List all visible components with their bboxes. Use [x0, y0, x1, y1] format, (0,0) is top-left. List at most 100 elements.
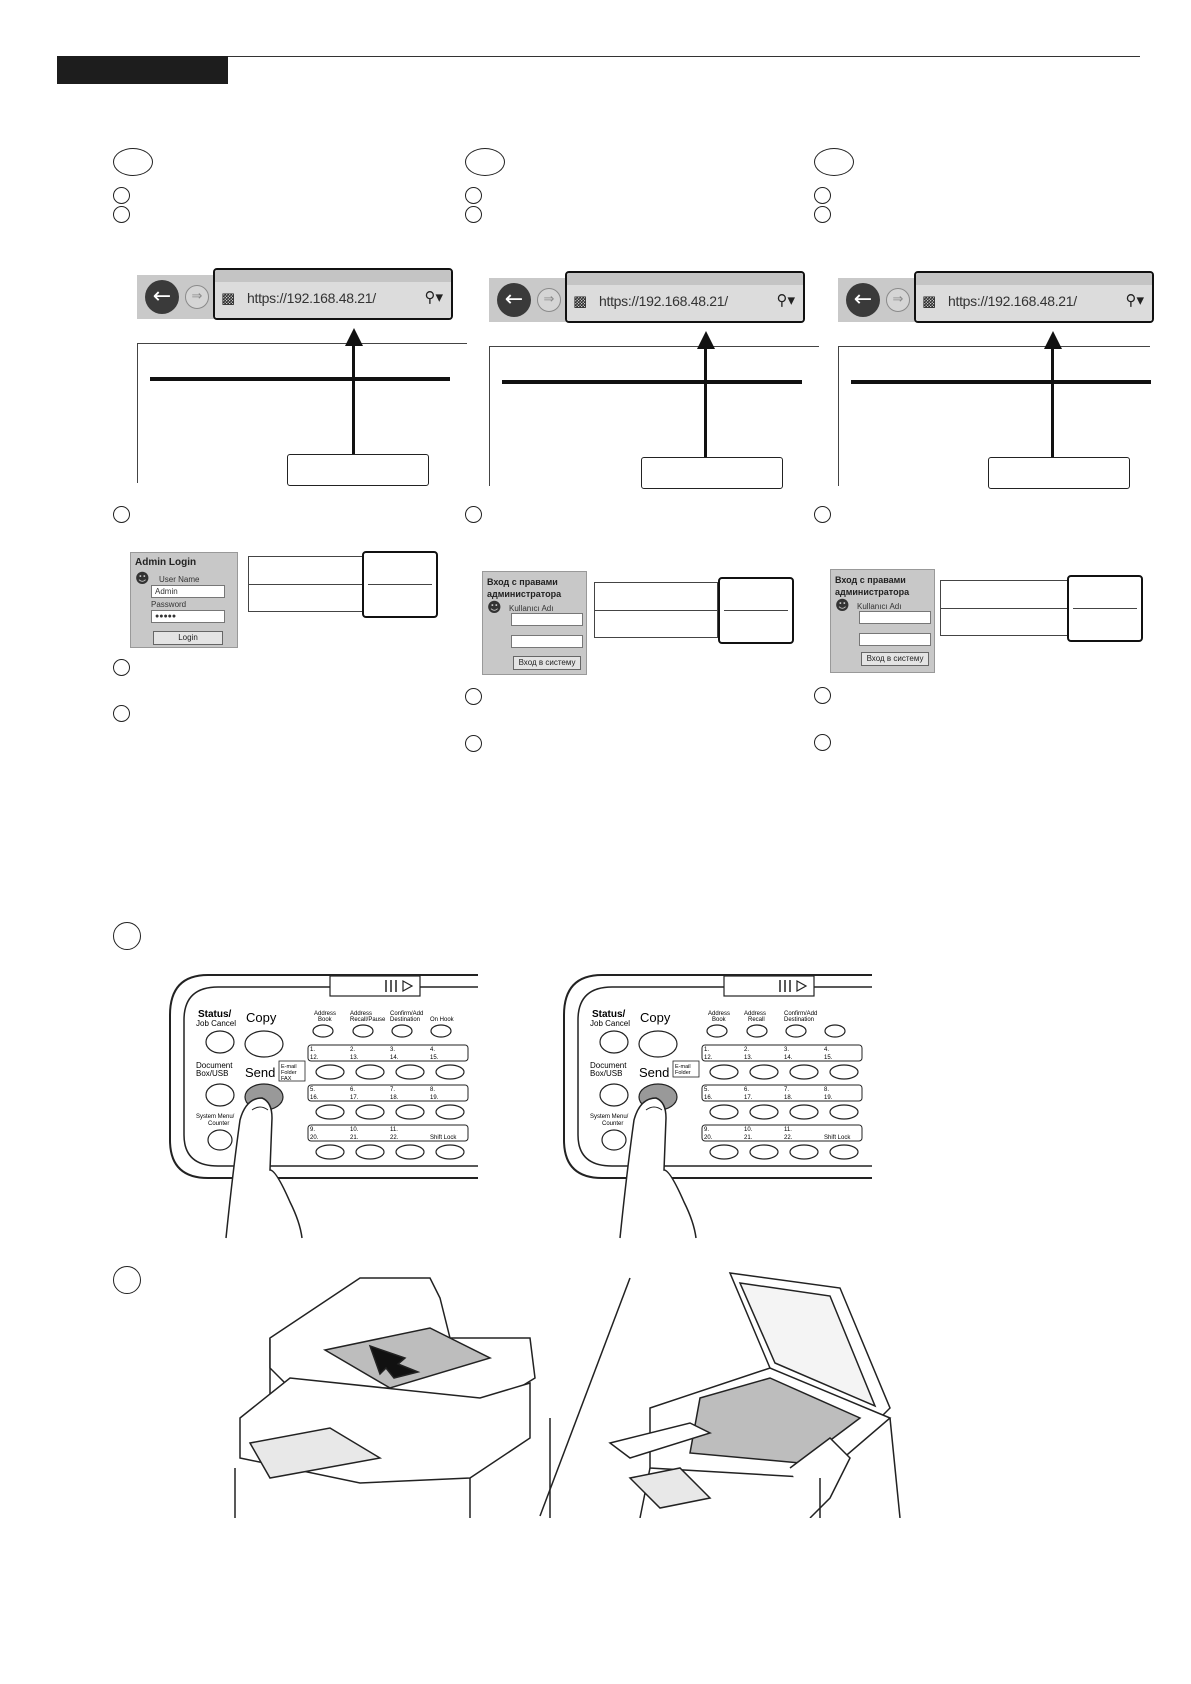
step-marker — [465, 187, 482, 204]
back-arrow-icon[interactable]: ← — [846, 283, 880, 317]
svg-text:17.: 17. — [350, 1095, 359, 1101]
svg-text:9.: 9. — [310, 1127, 315, 1133]
user-name-field[interactable]: Admin — [151, 585, 225, 598]
browser-column-2: ← ⇒ ▩ https://192.168.48.21/ ⚲▾ — [489, 271, 819, 971]
address-bar[interactable]: ▩ https://192.168.48.21/ ⚲▾ — [213, 268, 453, 320]
address-bar[interactable]: ▩ https://192.168.48.21/ ⚲▾ — [565, 271, 805, 323]
step-marker — [113, 187, 130, 204]
svg-text:5.: 5. — [310, 1087, 315, 1093]
web-page-panel — [838, 346, 1151, 486]
site-icon: ▩ — [922, 292, 937, 310]
copy-button[interactable] — [638, 1030, 678, 1058]
svg-text:14.: 14. — [784, 1055, 793, 1061]
document-box-button[interactable] — [599, 1083, 629, 1107]
field-callout — [718, 577, 794, 644]
svg-text:2.: 2. — [350, 1047, 355, 1053]
password-label: Password — [151, 600, 187, 609]
step-marker-large — [113, 922, 141, 950]
user-name-label: Kullanıcı Adı — [509, 604, 554, 613]
svg-text:E-mail: E-mail — [675, 1064, 691, 1070]
web-page-panel — [137, 343, 467, 483]
status-label: Status/ — [198, 1009, 232, 1020]
svg-text:Destination: Destination — [784, 1017, 814, 1023]
user-icon: ☻ — [835, 598, 850, 614]
search-icon[interactable]: ⚲▾ — [1125, 291, 1144, 309]
svg-text:22.: 22. — [390, 1135, 399, 1141]
browser-column-3: ← ⇒ ▩ https://192.168.48.21/ ⚲▾ — [838, 271, 1168, 971]
svg-text:Destination: Destination — [390, 1017, 420, 1023]
svg-text:On Hook: On Hook — [430, 1017, 455, 1023]
field-table — [594, 582, 718, 638]
status-button[interactable] — [599, 1030, 629, 1054]
system-label-2: Counter — [208, 1121, 229, 1127]
svg-text:13.: 13. — [744, 1055, 753, 1061]
svg-text:2.: 2. — [744, 1047, 749, 1053]
svg-text:10.: 10. — [350, 1127, 359, 1133]
document-label-2: Box/USB — [196, 1069, 228, 1078]
svg-text:Book: Book — [712, 1017, 727, 1023]
copy-button[interactable] — [244, 1030, 284, 1058]
svg-text:Recall/Pause: Recall/Pause — [350, 1017, 386, 1023]
password-field[interactable]: ●●●●● — [151, 610, 225, 623]
forward-arrow-icon[interactable]: ⇒ — [185, 285, 209, 309]
svg-text:3.: 3. — [784, 1047, 789, 1053]
user-name-field[interactable] — [511, 613, 583, 626]
login-title-line2: администратора — [487, 589, 562, 599]
system-menu-button[interactable] — [207, 1129, 233, 1151]
password-field[interactable] — [511, 635, 583, 648]
flatbed-drawing — [608, 1272, 901, 1518]
system-menu-button[interactable] — [601, 1129, 627, 1151]
url-text: https://192.168.48.21/ — [247, 290, 376, 306]
document-box-button[interactable] — [205, 1083, 235, 1107]
search-icon[interactable]: ⚲▾ — [776, 291, 795, 309]
forward-arrow-icon[interactable]: ⇒ — [886, 288, 910, 312]
svg-text:Confirm/Add: Confirm/Add — [784, 1011, 817, 1017]
svg-text:18.: 18. — [390, 1095, 399, 1101]
svg-text:8.: 8. — [430, 1087, 435, 1093]
svg-text:Folder: Folder — [281, 1070, 297, 1076]
browser-column-1: ← ⇒ ▩ https://192.168.48.21/ ⚲▾ — [137, 268, 467, 968]
svg-text:4.: 4. — [824, 1047, 829, 1053]
svg-text:Shift Lock: Shift Lock — [824, 1135, 851, 1141]
arrow-up-icon — [345, 328, 363, 346]
arrow-up-icon — [1044, 331, 1062, 349]
status-button[interactable] — [205, 1030, 235, 1054]
svg-text:11.: 11. — [390, 1127, 398, 1133]
forward-arrow-icon[interactable]: ⇒ — [537, 288, 561, 312]
field-table — [940, 580, 1068, 636]
svg-text:22.: 22. — [784, 1135, 793, 1141]
finger-icon — [619, 1097, 697, 1239]
svg-text:Address: Address — [708, 1011, 730, 1017]
svg-text:Counter: Counter — [602, 1121, 623, 1127]
login-button[interactable]: Вход в систему — [513, 656, 581, 670]
svg-text:19.: 19. — [824, 1095, 833, 1101]
svg-text:12.: 12. — [310, 1055, 319, 1061]
svg-text:4.: 4. — [430, 1047, 435, 1053]
svg-text:1.: 1. — [704, 1047, 709, 1053]
login-title-line1: Вход с правами — [835, 575, 906, 585]
search-icon[interactable]: ⚲▾ — [424, 288, 443, 306]
language-badge — [465, 148, 505, 176]
browser-window: ← ⇒ ▩ https://192.168.48.21/ ⚲▾ — [838, 271, 1168, 331]
svg-text:15.: 15. — [430, 1055, 439, 1061]
login-button[interactable]: Login — [153, 631, 223, 645]
svg-text:8.: 8. — [824, 1087, 829, 1093]
login-button[interactable]: Вход в систему — [861, 652, 929, 666]
step-marker — [113, 206, 130, 223]
field-table — [248, 556, 363, 612]
svg-text:19.: 19. — [430, 1095, 439, 1101]
callout-box — [287, 454, 429, 486]
back-arrow-icon[interactable]: ← — [145, 280, 179, 314]
document-label: Document — [196, 1061, 233, 1070]
back-arrow-icon[interactable]: ← — [497, 283, 531, 317]
callout-box — [988, 457, 1130, 489]
svg-text:Address: Address — [314, 1011, 336, 1017]
step-marker — [814, 734, 831, 751]
svg-text:Confirm/Add: Confirm/Add — [390, 1011, 423, 1017]
password-field[interactable] — [859, 633, 931, 646]
user-name-field[interactable] — [859, 611, 931, 624]
svg-text:15.: 15. — [824, 1055, 833, 1061]
address-bar[interactable]: ▩ https://192.168.48.21/ ⚲▾ — [914, 271, 1154, 323]
language-badge — [113, 148, 153, 176]
svg-text:12.: 12. — [704, 1055, 713, 1061]
